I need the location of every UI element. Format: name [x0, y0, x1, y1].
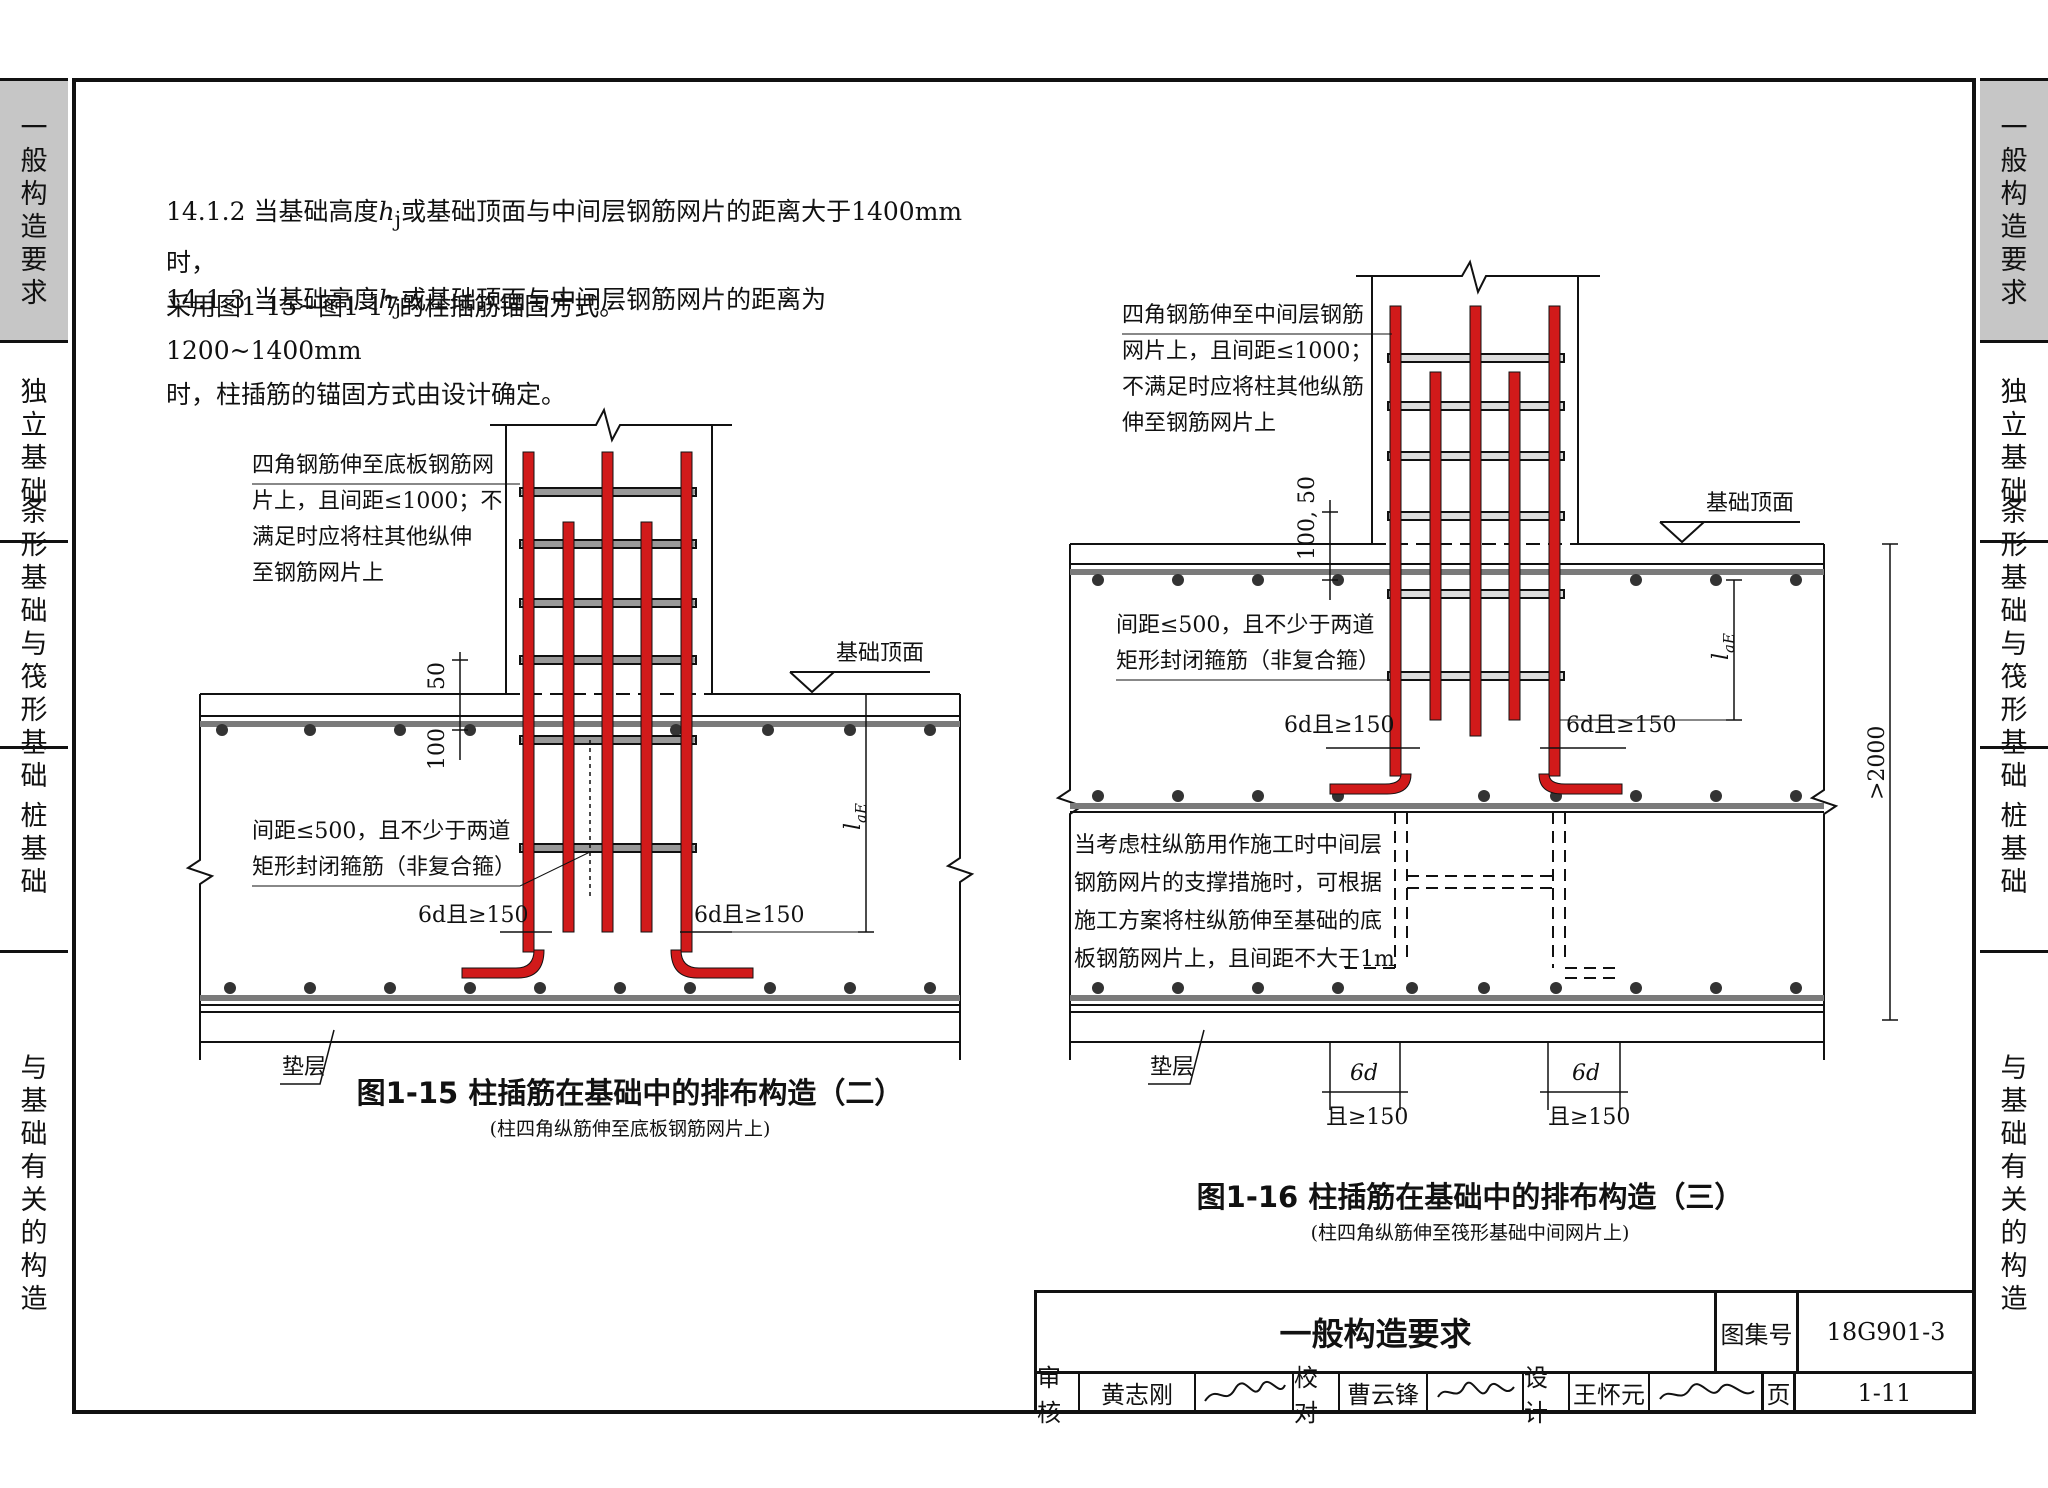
svg-text:矩形封闭箍筋（非复合箍）: 矩形封闭箍筋（非复合箍）	[1116, 649, 1380, 674]
svg-text:6d: 6d	[1572, 1061, 1600, 1086]
left-side-tabs: 一般构造要求 独立基础 条形基础与筏形基础 桩基础 与基础有关的构造	[0, 78, 68, 1414]
drawing-frame	[72, 78, 1976, 1414]
svg-text:100: 100	[425, 728, 450, 770]
right-side-tabs: 一般构造要求 独立基础 条形基础与筏形基础 桩基础 与基础有关的构造	[1980, 78, 2048, 1414]
svg-text:6d: 6d	[1350, 1061, 1378, 1086]
figure-1-15-title: 图1-15 柱插筋在基础中的排布构造（二）	[356, 1076, 904, 1110]
svg-text:板钢筋网片上，且间距不大于1m: 板钢筋网片上，且间距不大于1m	[1074, 947, 1395, 972]
svg-text:间距≤500，且不少于两道: 间距≤500，且不少于两道	[1116, 613, 1374, 638]
svg-text:50: 50	[425, 662, 450, 690]
svg-text:6d且≥150: 6d且≥150	[418, 903, 529, 928]
tab-strip-raft-footing[interactable]: 条形基础与筏形基础	[0, 497, 68, 792]
svg-text:且≥150: 且≥150	[1548, 1105, 1630, 1130]
svg-text:伸至钢筋网片上: 伸至钢筋网片上	[1122, 411, 1276, 436]
checker-signature	[1428, 1374, 1524, 1414]
reviewer-name: 黄志刚	[1080, 1374, 1196, 1414]
svg-text:基础顶面: 基础顶面	[1706, 491, 1794, 516]
svg-text:四角钢筋伸至中间层钢筋: 四角钢筋伸至中间层钢筋	[1122, 303, 1364, 328]
tab-general-requirements-right[interactable]: 一般构造要求	[1980, 78, 2048, 340]
tab-pile-footing[interactable]: 桩基础	[0, 746, 68, 950]
clause-14-1-3: 14.1.3 当基础高度hj或基础顶面与中间层钢筋网片的距离为1200~1400…	[166, 285, 827, 409]
svg-text:间距≤500，且不少于两道: 间距≤500，且不少于两道	[252, 819, 510, 844]
figure-1-15-subtitle: (柱四角纵筋伸至底板钢筋网片上)	[489, 1118, 771, 1140]
figure-1-15: 基础顶面 50 100	[185, 407, 975, 1085]
tab-pile-footing-right[interactable]: 桩基础	[1980, 746, 2048, 950]
svg-text:>2000: >2000	[1865, 726, 1890, 800]
reviewer-signature	[1196, 1374, 1294, 1414]
title-block: 一般构造要求 图集号 18G901-3 审核 黄志刚 校对 曹云锋 设计 王怀元…	[1034, 1290, 1976, 1427]
clause-14-1-2: 14.1.2 当基础高度hj或基础顶面与中间层钢筋网片的距离大于1400mm时，…	[166, 197, 963, 321]
tab-general-requirements[interactable]: 一般构造要求	[0, 78, 68, 340]
svg-text:且≥150: 且≥150	[1326, 1105, 1408, 1130]
review-label: 审核	[1034, 1364, 1080, 1427]
tab-isolated-footing[interactable]: 独立基础	[0, 340, 68, 540]
svg-text:6d且≥150: 6d且≥150	[1566, 713, 1677, 738]
atlas-number: 18G901-3	[1796, 1290, 1976, 1374]
tab-strip-raft-footing-right[interactable]: 条形基础与筏形基础	[1980, 497, 2048, 792]
svg-text:满足时应将柱其他纵伸: 满足时应将柱其他纵伸	[252, 525, 472, 550]
check-label: 校对	[1294, 1364, 1340, 1427]
svg-text:矩形封闭箍筋（非复合箍）: 矩形封闭箍筋（非复合箍）	[252, 855, 516, 880]
designer-signature	[1650, 1374, 1764, 1414]
checker-name: 曹云锋	[1340, 1374, 1428, 1414]
design-label: 设计	[1524, 1364, 1570, 1427]
page-number: 1-11	[1796, 1374, 1976, 1414]
svg-text:垫层: 垫层	[282, 1055, 326, 1080]
page-label: 页	[1764, 1374, 1796, 1414]
svg-text:不满足时应将柱其他纵筋: 不满足时应将柱其他纵筋	[1122, 375, 1364, 400]
figure-1-16-caption: 图1-16 柱插筋在基础中的排布构造（三） (柱四角纵筋伸至筏形基础中间网片上)	[1170, 1174, 1770, 1245]
svg-text:6d且≥150: 6d且≥150	[1284, 713, 1395, 738]
tab-isolated-footing-right[interactable]: 独立基础	[1980, 340, 2048, 540]
svg-text:钢筋网片的支撑措施时，可根据: 钢筋网片的支撑措施时，可根据	[1074, 871, 1382, 896]
figure-1-16-subtitle: (柱四角纵筋伸至筏形基础中间网片上)	[1310, 1222, 1630, 1244]
svg-text:四角钢筋伸至底板钢筋网: 四角钢筋伸至底板钢筋网	[252, 453, 494, 478]
figure-1-16-title: 图1-16 柱插筋在基础中的排布构造（三）	[1196, 1180, 1744, 1214]
svg-text:至钢筋网片上: 至钢筋网片上	[252, 561, 384, 586]
atlas-label: 图集号	[1714, 1290, 1796, 1374]
svg-text:6d且≥150: 6d且≥150	[694, 903, 805, 928]
svg-text:基础顶面: 基础顶面	[836, 641, 924, 666]
svg-text:施工方案将柱纵筋伸至基础的底: 施工方案将柱纵筋伸至基础的底	[1074, 909, 1382, 934]
figure-1-16: 基础顶面	[1055, 259, 1898, 1130]
svg-text:laE: laE	[1709, 633, 1738, 660]
svg-text:100, 50: 100, 50	[1295, 476, 1320, 560]
drawing-title: 一般构造要求	[1034, 1290, 1714, 1374]
svg-text:当考虑柱纵筋用作施工时中间层: 当考虑柱纵筋用作施工时中间层	[1074, 833, 1382, 858]
designer-name: 王怀元	[1570, 1374, 1650, 1414]
tab-related-details-right[interactable]: 与基础有关的构造	[1980, 950, 2048, 1414]
figure-1-15-caption: 图1-15 柱插筋在基础中的排布构造（二） (柱四角纵筋伸至底板钢筋网片上)	[330, 1070, 930, 1141]
svg-text:laE: laE	[841, 803, 870, 830]
tab-related-details[interactable]: 与基础有关的构造	[0, 950, 68, 1414]
svg-text:网片上，且间距≤1000；: 网片上，且间距≤1000；	[1122, 339, 1372, 364]
svg-text:片上，且间距≤1000；不: 片上，且间距≤1000；不	[252, 489, 502, 514]
svg-text:垫层: 垫层	[1150, 1055, 1194, 1080]
